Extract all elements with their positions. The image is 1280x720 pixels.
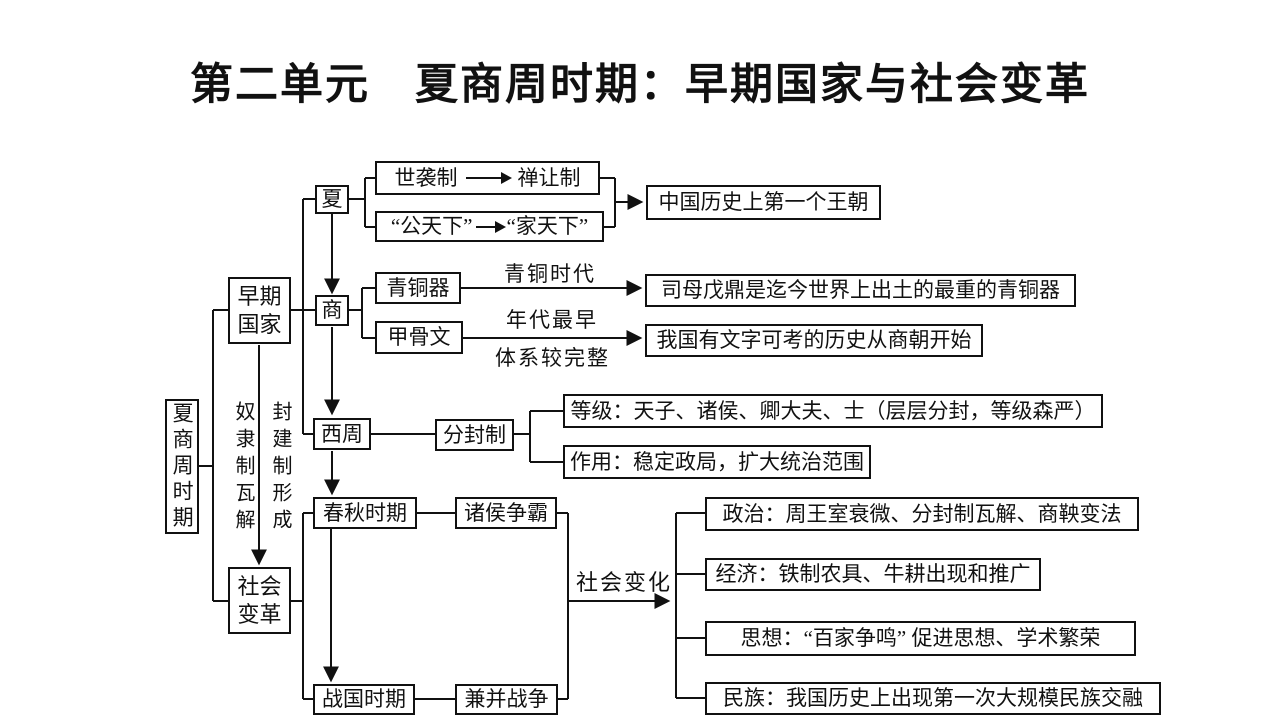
node-annexation-wars: 兼并战争 — [455, 684, 558, 715]
node-function: 作用：稳定政局，扩大统治范围 — [563, 445, 871, 479]
node-economy: 经济：铁制农具、牛耕出现和推广 — [705, 558, 1041, 591]
node-ethnicity: 民族：我国历史上出现第一次大规模民族交融 — [705, 682, 1161, 715]
node-oracle-bones: 甲骨文 — [375, 321, 463, 354]
node-public-family-world: “公天下” “家天下” — [375, 211, 604, 242]
node-bronze-ware: 青铜器 — [375, 272, 461, 304]
node-hegemony-wars: 诸侯争霸 — [455, 497, 557, 529]
world-from: “公天下” — [390, 214, 473, 239]
node-hierarchy: 等级：天子、诸侯、卿大夫、士（层层分封，等级森严） — [563, 394, 1103, 428]
label-feudal-formation: 封建制形成 — [269, 401, 291, 536]
label-complete-system: 体系较完整 — [495, 346, 610, 370]
succession-to: 禅让制 — [517, 165, 581, 190]
page-title: 第二单元 夏商周时期：早期国家与社会变革 — [190, 62, 1090, 109]
node-shang: 商 — [315, 295, 349, 326]
world-to: “家天下” — [506, 214, 589, 239]
node-recorded-history: 我国有文字可考的历史从商朝开始 — [645, 324, 983, 357]
node-early-state: 早期 国家 — [228, 277, 291, 344]
arrow-right-icon — [475, 220, 506, 233]
node-simuwu-ding: 司母戊鼎是迄今世界上出土的最重的青铜器 — [645, 274, 1076, 307]
node-warring-states-period: 战国时期 — [313, 684, 415, 715]
arrow-right-icon — [465, 172, 512, 184]
node-first-dynasty: 中国历史上第一个王朝 — [646, 185, 881, 220]
succession-from: 世袭制 — [394, 165, 458, 190]
label-social-changes: 社会变化 — [576, 570, 673, 595]
node-thought: 思想：“百家争鸣” 促进思想、学术繁荣 — [705, 621, 1136, 656]
node-hereditary-abdication: 世袭制 禅让制 — [375, 161, 600, 195]
node-politics: 政治：周王室衰微、分封制瓦解、商鞅变法 — [705, 497, 1139, 531]
node-enfeoffment-system: 分封制 — [435, 419, 514, 451]
label-bronze-age: 青铜时代 — [504, 262, 596, 286]
node-social-change: 社会 变革 — [228, 567, 291, 634]
node-xia-shang-zhou-period: 夏商周时期 — [165, 399, 199, 534]
node-xia: 夏 — [315, 185, 349, 214]
label-slavery-collapse: 奴隶制瓦解 — [232, 401, 254, 536]
node-western-zhou: 西周 — [313, 418, 371, 450]
label-earliest-era: 年代最早 — [506, 308, 598, 332]
node-spring-autumn-period: 春秋时期 — [313, 497, 417, 529]
